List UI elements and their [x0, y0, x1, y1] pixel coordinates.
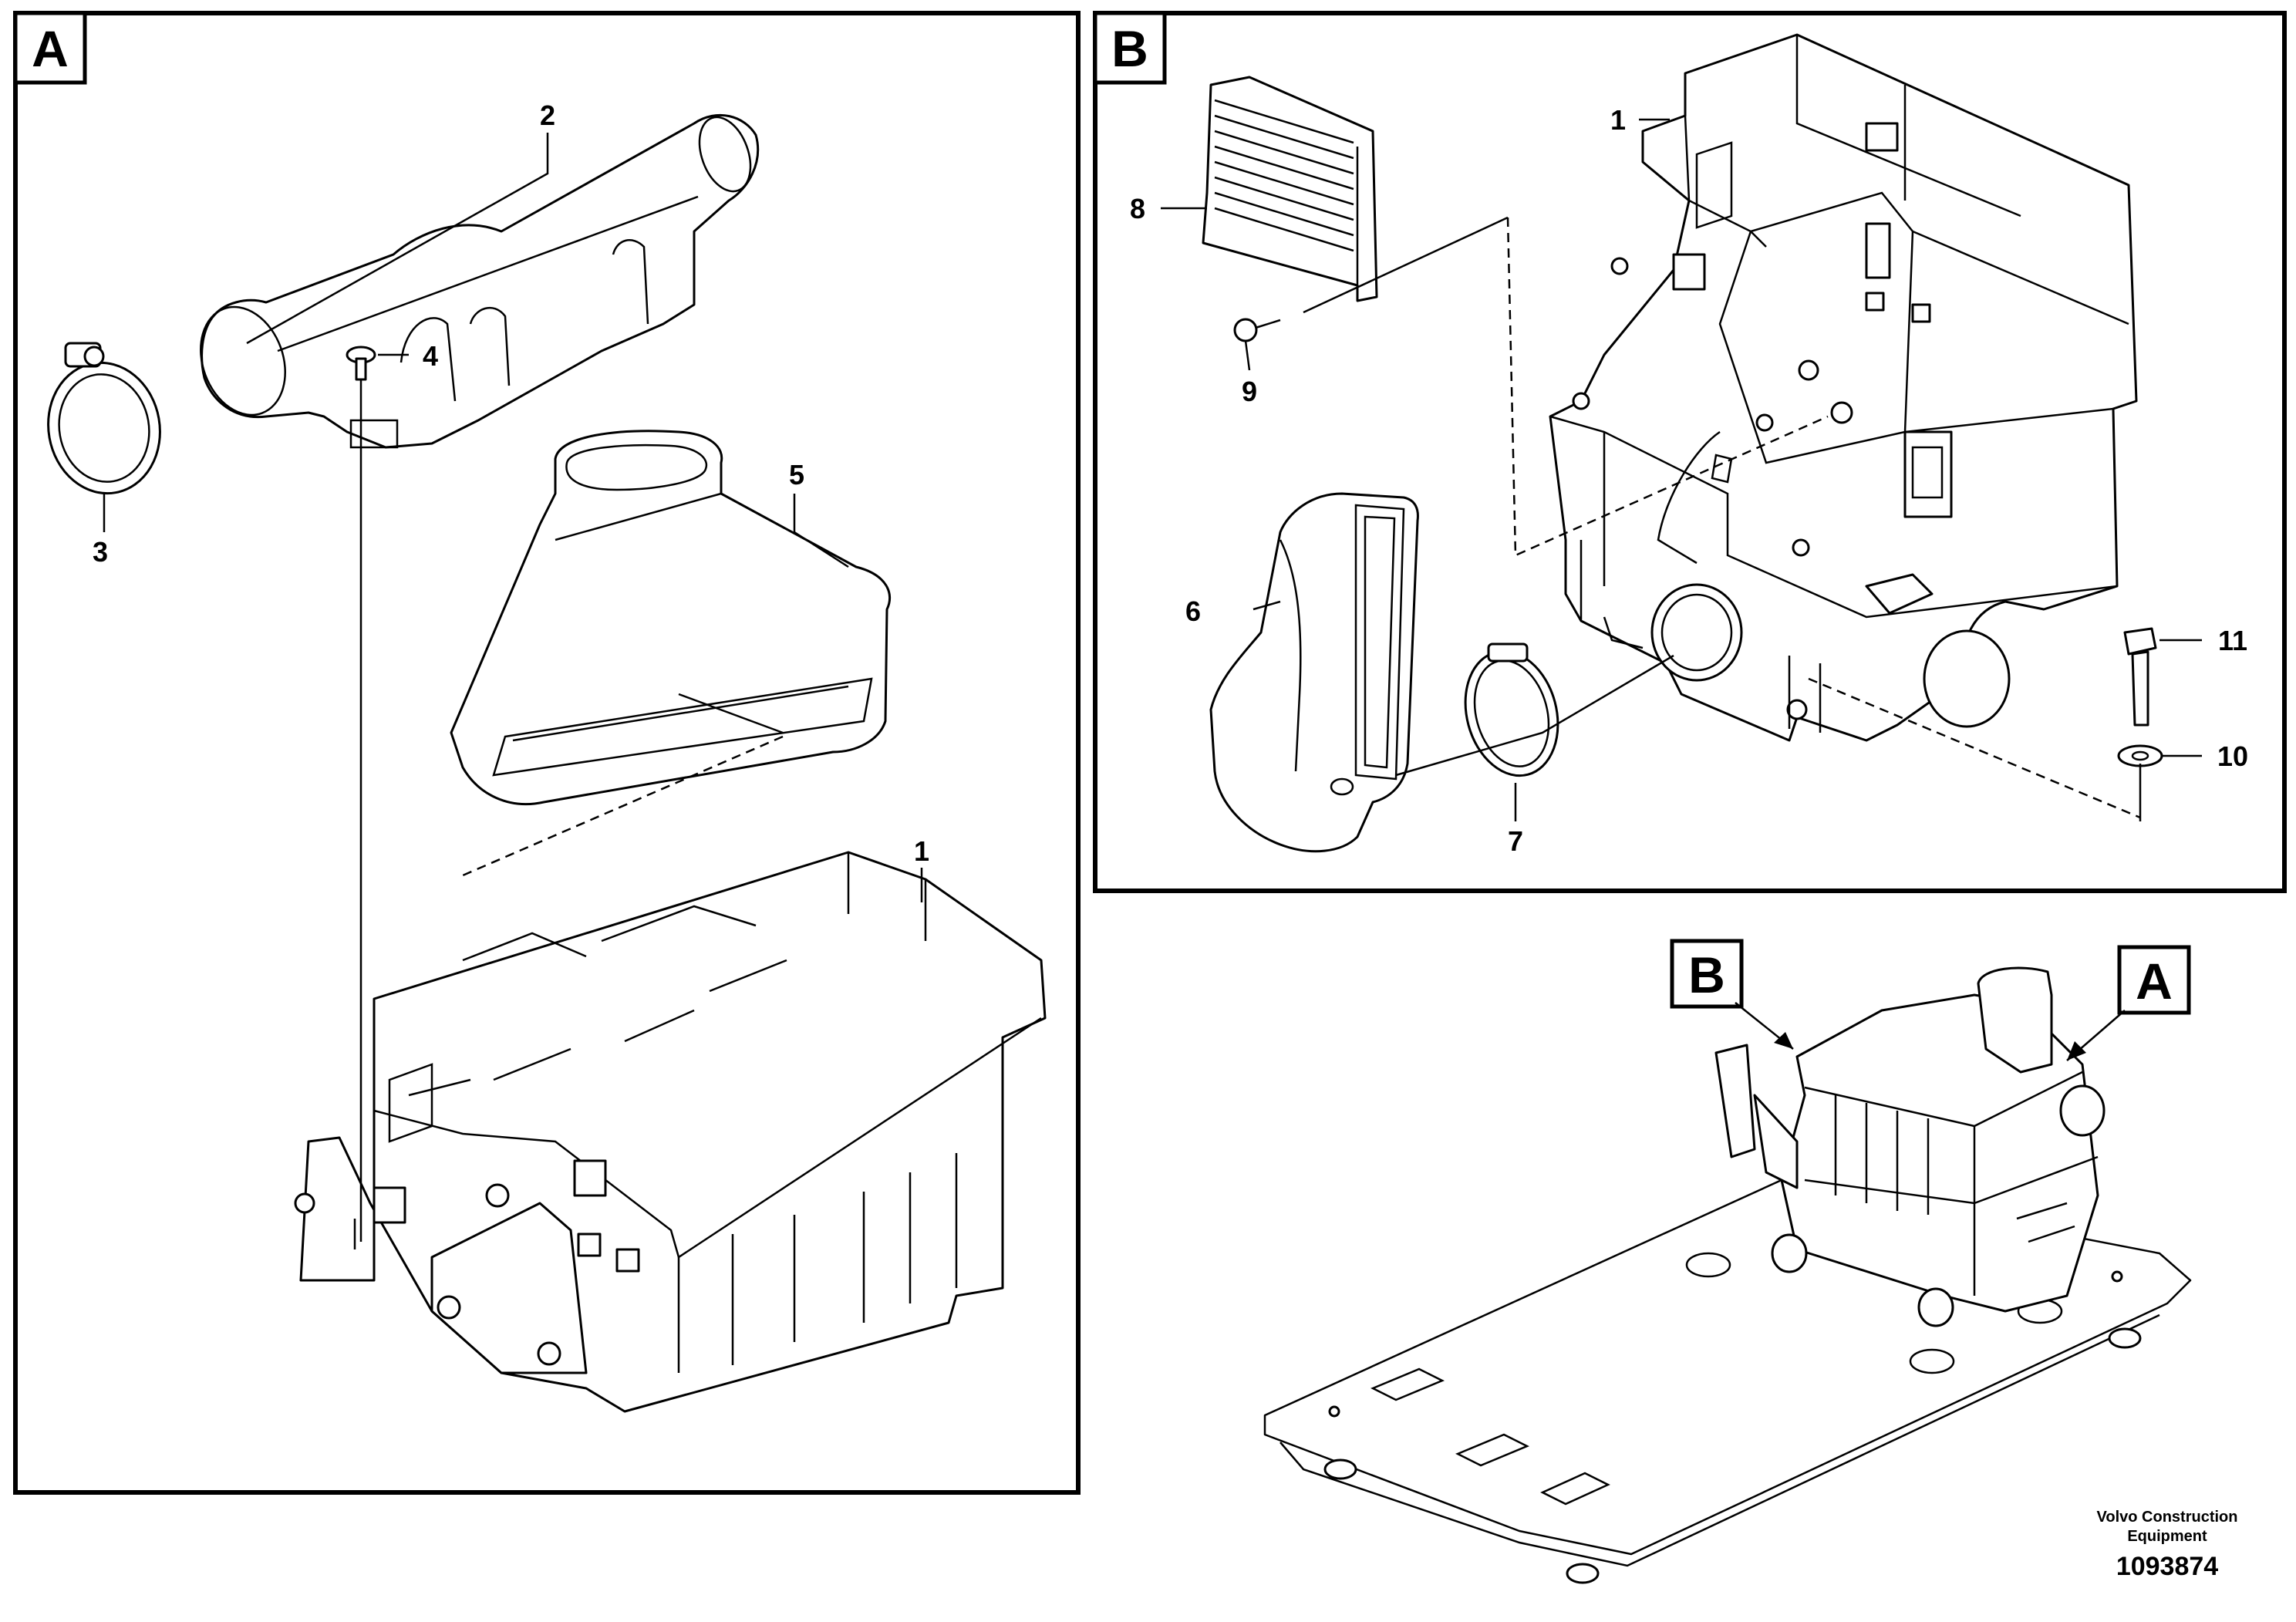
footer-company-line1: Volvo Construction: [2097, 1509, 2238, 1526]
drawing-number: 1093874: [2116, 1552, 2218, 1581]
leader-a-5: [793, 494, 849, 568]
part-1-heater-box-a: [294, 851, 1047, 1413]
callout-a-1: 1: [914, 835, 929, 867]
callout-b-11: 11: [2218, 625, 2247, 656]
leader-b-9-line: [1303, 216, 1509, 314]
footer-company-line2: Equipment: [2127, 1528, 2207, 1545]
callout-b-6: 6: [1185, 595, 1201, 627]
overview-tag-b-box: [1670, 939, 1744, 1009]
overview-assembly: B A: [1263, 939, 2192, 1584]
callout-a-5: 5: [789, 459, 804, 491]
part-11-bolt: [2123, 627, 2157, 727]
leader-b-9: [1244, 340, 1251, 371]
panel-a-frame: [13, 11, 1081, 1495]
overview-tag-a-box: [2117, 945, 2191, 1015]
callout-b-1: 1: [1610, 104, 1626, 136]
callout-a-4: 4: [423, 340, 438, 372]
panel-a-label: A: [32, 20, 69, 77]
callout-b-10: 10: [2217, 740, 2248, 772]
panel-b: B: [1093, 11, 2287, 893]
callout-a-3: 3: [93, 536, 108, 568]
part-10-washer: [2117, 744, 2163, 767]
panel-b-label: B: [1111, 20, 1148, 77]
panel-b-label-box: [1093, 11, 1167, 85]
dash-8-to-1: [1506, 217, 1829, 557]
dash-11-to-1: [1808, 677, 2141, 819]
part-1-heater-box-b: [1549, 33, 2138, 742]
callout-a-2: 2: [540, 99, 555, 131]
leader-a-2: [246, 133, 549, 345]
leader-b-6: [1253, 600, 1281, 611]
part-9-screw: [1233, 318, 1281, 342]
panel-b-frame: [1093, 11, 2287, 893]
part-2-air-duct: [200, 113, 760, 449]
dash-5-to-1: [462, 735, 784, 877]
footer: Volvo Construction Equipment 1093874: [2097, 1509, 2238, 1581]
callout-b-7: 7: [1508, 825, 1523, 857]
part-4-screw: [346, 346, 376, 381]
leader-b-7-line: [1395, 654, 1674, 777]
part-6-air-duct: [1209, 492, 1419, 853]
part-8-filter-cover: [1202, 76, 1378, 302]
part-7-hose-clamp: [1464, 642, 1559, 777]
panel-a-label-box: [13, 11, 87, 85]
part-5-outlet-nozzle: [450, 430, 892, 806]
overview-tag-b: B: [1688, 946, 1725, 1003]
panel-a: A: [13, 11, 1081, 1495]
callout-b-9: 9: [1242, 376, 1257, 407]
overview-tag-a: A: [2136, 953, 2173, 1010]
part-3-hose-clamp: [47, 342, 161, 495]
callout-b-8: 8: [1130, 193, 1145, 224]
